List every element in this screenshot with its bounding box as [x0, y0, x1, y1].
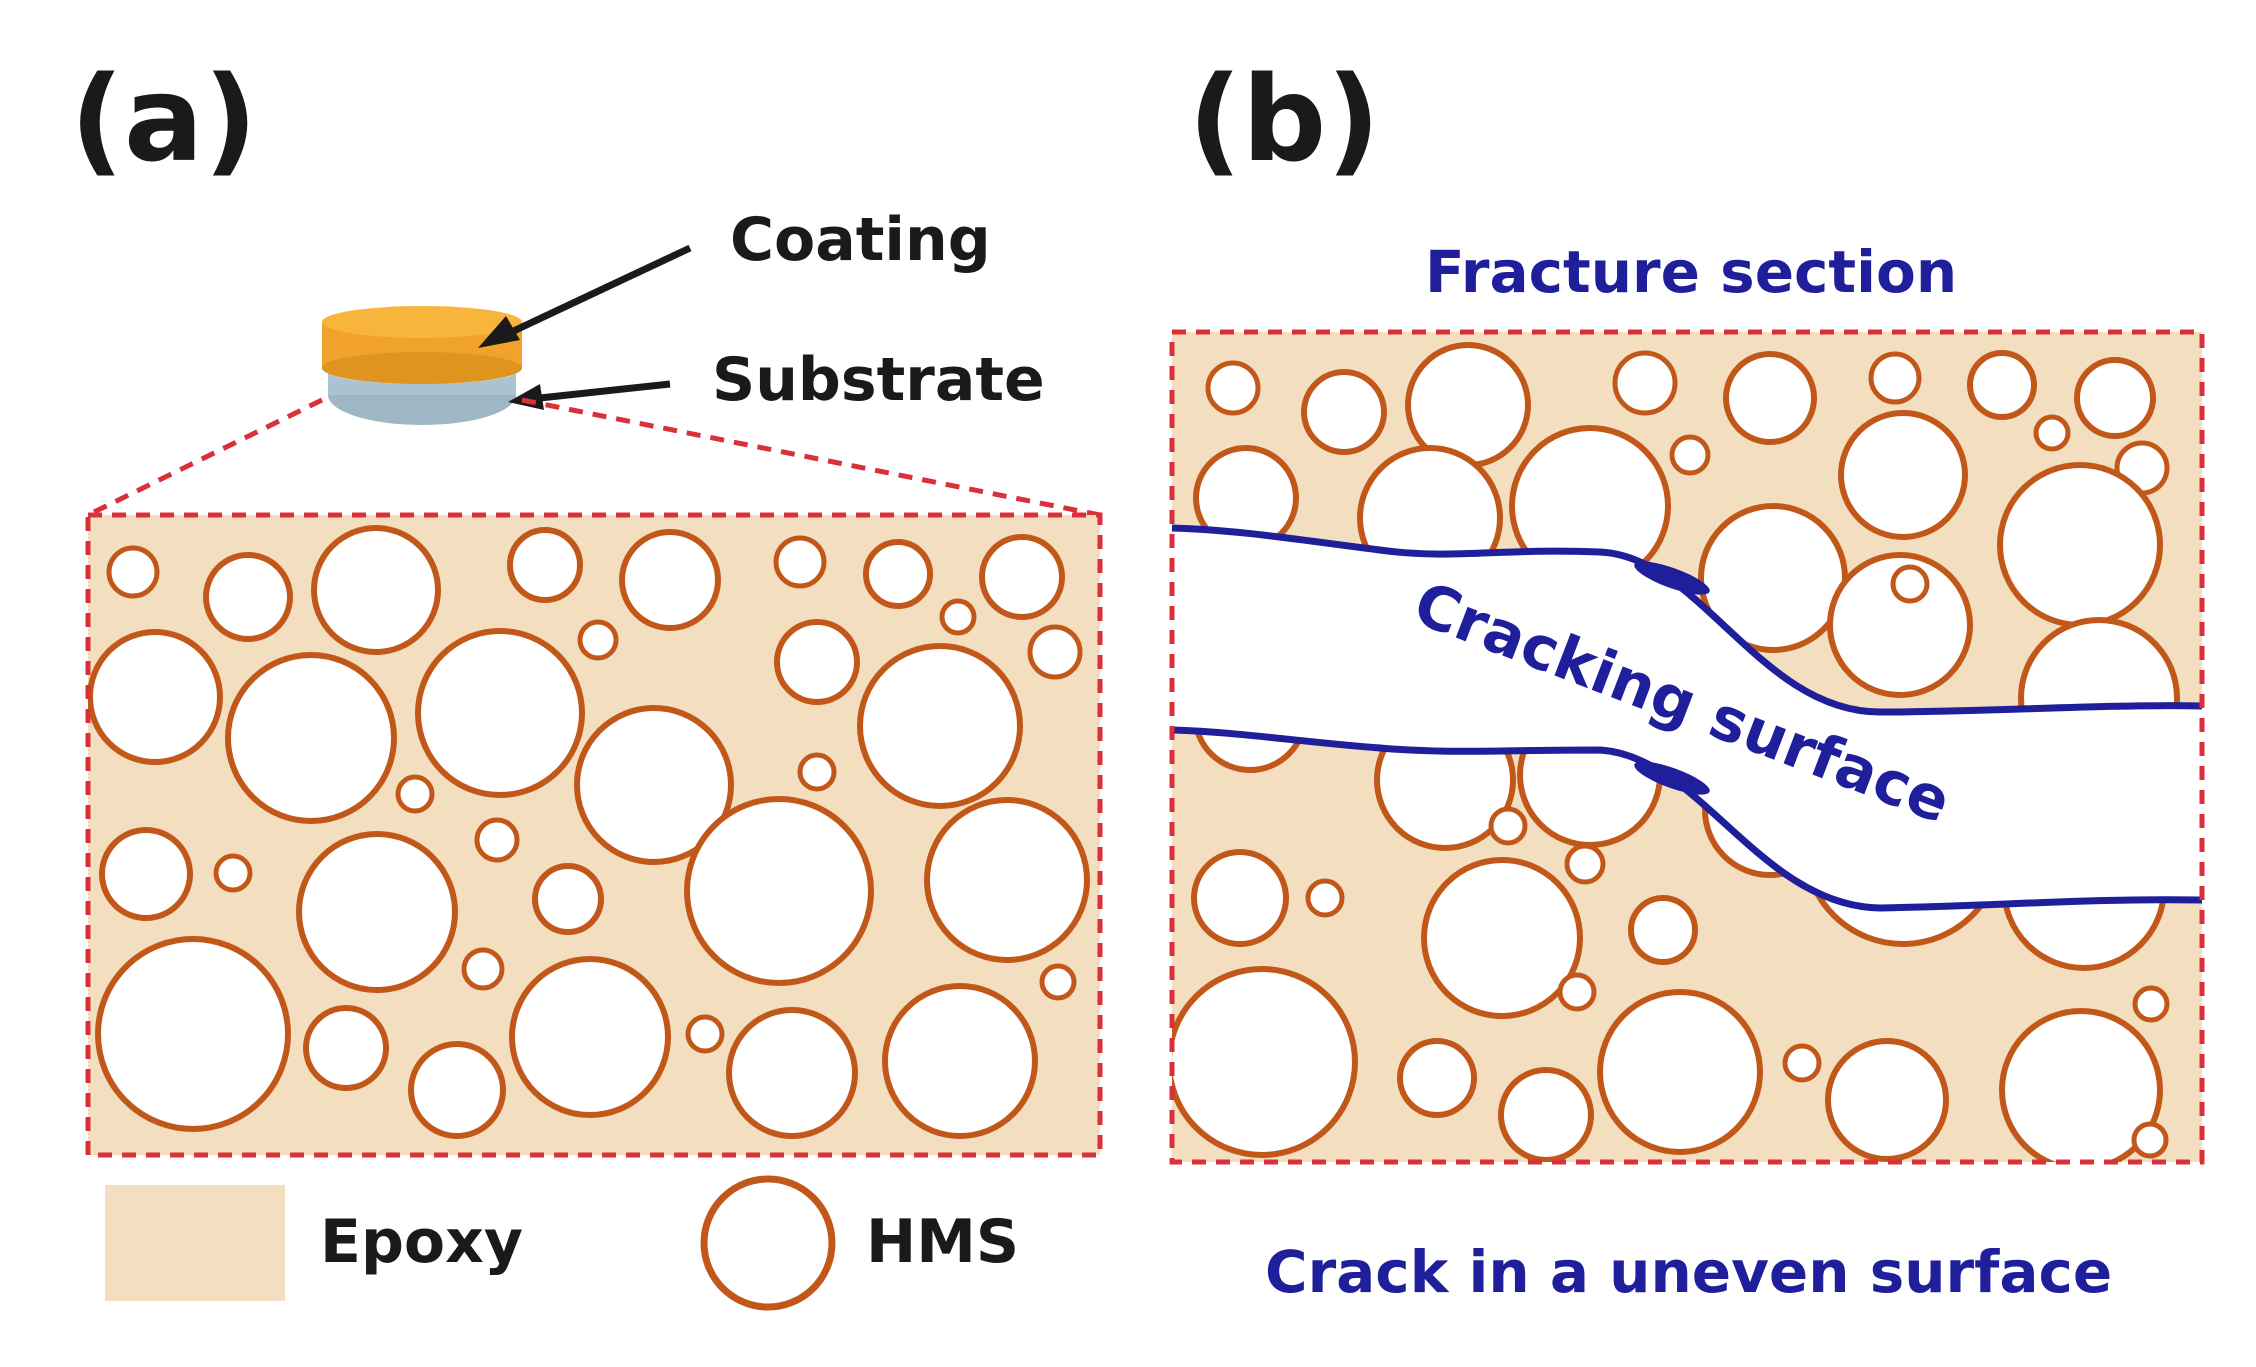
hms-sphere — [797, 752, 837, 792]
hms-sphere — [924, 797, 1090, 963]
hms-sphere — [1191, 849, 1289, 947]
hms-sphere — [474, 817, 520, 863]
hms-sphere — [1838, 410, 1968, 540]
hms-sphere — [1997, 462, 2163, 628]
hms-sphere — [1825, 1038, 1949, 1162]
hms-sphere — [1597, 989, 1763, 1155]
panel-b-caption: Crack in a uneven surface — [1265, 1238, 2112, 1306]
hms-sphere — [1421, 857, 1583, 1019]
hms-sphere — [2074, 357, 2156, 439]
hms-sphere — [1498, 1067, 1594, 1162]
panel-a-label: (a) — [70, 50, 258, 188]
hms-sphere — [1039, 963, 1077, 1001]
panel-b-label: (b) — [1188, 50, 1380, 188]
hms-sphere — [1557, 972, 1597, 1012]
hms-sphere — [857, 643, 1023, 809]
hms-sphere — [225, 652, 397, 824]
hms-sphere — [774, 619, 860, 705]
hms-sphere — [1301, 369, 1387, 455]
hms-sphere — [99, 827, 193, 921]
coating-arrow — [478, 244, 692, 348]
hms-sphere — [532, 863, 604, 935]
hms-sphere — [303, 1005, 389, 1091]
hms-sphere — [773, 535, 827, 589]
hms-sphere — [1669, 434, 1711, 476]
hms-sphere — [213, 853, 253, 893]
hms-sphere — [415, 628, 585, 798]
epoxy-swatch-icon — [105, 1185, 285, 1301]
hms-sphere — [1967, 350, 2037, 420]
substrate-arrow — [508, 380, 671, 410]
panel-a-microstructure — [85, 512, 1103, 1158]
hms-sphere — [1890, 564, 1930, 604]
hms-sphere — [507, 527, 583, 603]
hms-sphere — [685, 1014, 725, 1054]
legend-hms-label: HMS — [866, 1207, 1019, 1277]
hms-sphere — [882, 983, 1038, 1139]
hms-sphere — [203, 552, 293, 642]
hms-sphere — [106, 545, 160, 599]
legend: Epoxy HMS — [105, 1175, 1019, 1311]
hms-sphere — [1027, 624, 1083, 680]
panel-b-microstructure — [1169, 329, 2205, 1165]
hms-sphere — [1723, 351, 1817, 445]
hms-sphere — [509, 956, 671, 1118]
hms-sphere — [395, 774, 435, 814]
hms-sphere — [619, 529, 721, 631]
fracture-section-title: Fracture section — [1425, 238, 1957, 306]
hms-sphere — [408, 1041, 506, 1139]
hms-sphere — [2033, 414, 2071, 452]
coating-label: Coating — [730, 205, 991, 275]
hms-sphere — [311, 525, 441, 655]
hms-sphere — [461, 947, 505, 991]
hms-sphere — [577, 619, 619, 661]
hms-sphere — [1782, 1043, 1822, 1083]
hms-sphere — [2132, 985, 2170, 1023]
hms-sphere — [2131, 1121, 2169, 1159]
hms-sphere — [1628, 895, 1698, 965]
hms-sphere — [296, 831, 458, 993]
hms-sphere — [95, 936, 291, 1132]
hms-sphere — [574, 705, 734, 865]
hms-sphere — [684, 796, 874, 986]
hms-sphere — [863, 539, 933, 609]
hms-sphere — [1488, 806, 1528, 846]
hms-sphere — [979, 534, 1065, 620]
coated-disc-icon — [322, 306, 522, 425]
hms-sphere — [1564, 843, 1606, 885]
hms-sphere-icon — [700, 1175, 836, 1311]
substrate-label: Substrate — [712, 345, 1045, 415]
hms-sphere — [1827, 552, 1973, 698]
hms-sphere — [1305, 878, 1345, 918]
hms-sphere — [1172, 966, 1358, 1158]
hms-sphere — [1999, 1008, 2163, 1162]
zoom-line-right — [521, 397, 1101, 518]
hms-sphere — [2018, 617, 2180, 712]
hms-sphere — [726, 1007, 858, 1139]
hms-sphere — [1612, 350, 1678, 416]
hms-sphere — [1205, 360, 1261, 416]
hms-sphere — [939, 598, 977, 636]
legend-epoxy-label: Epoxy — [320, 1207, 523, 1277]
hms-sphere — [1868, 351, 1922, 405]
zoom-line-left — [86, 397, 324, 518]
hms-sphere — [1397, 1038, 1477, 1118]
hms-sphere — [88, 629, 223, 765]
hms-sphere — [1192, 730, 1308, 773]
